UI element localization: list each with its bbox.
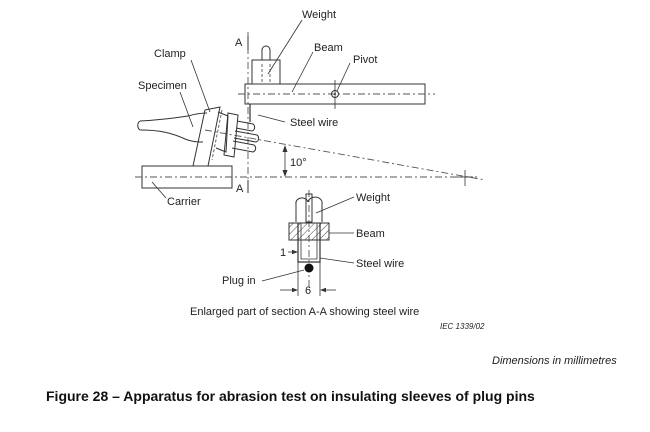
section-weight	[295, 196, 323, 222]
plug-pin	[233, 130, 260, 143]
dim-gap-label: 1	[280, 247, 286, 259]
section-label-top: A	[235, 37, 243, 49]
label-steel-wire: Steel wire	[290, 117, 338, 129]
dim-arrow	[292, 249, 298, 255]
leader-section-weight	[315, 196, 355, 214]
label-clamp: Clamp	[154, 48, 186, 60]
section-steel-wire-inner	[300, 223, 318, 260]
arrow-down	[282, 170, 288, 177]
leader-specimen	[179, 91, 194, 128]
clamp-hidden-line	[211, 109, 223, 161]
label-section-beam: Beam	[356, 228, 385, 240]
section-beam	[288, 222, 330, 241]
clamp	[192, 106, 221, 167]
dim-arrow	[292, 287, 298, 293]
inclined-axis	[204, 129, 486, 181]
label-specimen: Specimen	[138, 80, 187, 92]
leader-clamp	[190, 59, 211, 113]
section-steel-wire	[297, 223, 321, 263]
specimen-cord-end	[137, 120, 141, 131]
units-note: Dimensions in millimetres	[492, 355, 617, 367]
label-section-weight: Weight	[356, 192, 390, 204]
leader-beam	[291, 51, 314, 93]
dim-width-label: 6	[305, 285, 311, 297]
plug-body	[215, 111, 229, 153]
plug-pin-section	[304, 263, 314, 273]
weight-block	[251, 59, 281, 85]
plug-pin	[231, 140, 257, 153]
leader-carrier	[151, 181, 167, 199]
leader-pivot	[336, 62, 351, 92]
specimen-cord-bottom	[139, 129, 204, 143]
plug-pin	[235, 120, 256, 132]
label-carrier: Carrier	[167, 196, 201, 208]
specimen-cord-top	[139, 112, 208, 122]
leader-weight	[267, 19, 303, 75]
leader-steel-wire	[257, 114, 286, 123]
figure-title: Figure 28 – Apparatus for abrasion test …	[46, 388, 535, 404]
plug-face	[223, 112, 239, 158]
section-label-bottom: A	[236, 183, 244, 195]
iec-reference: IEC 1339/02	[440, 322, 485, 331]
label-beam: Beam	[314, 42, 343, 54]
angle-label: 10°	[290, 157, 307, 169]
label-section-steel-wire: Steel wire	[356, 258, 404, 270]
weight-handle	[261, 45, 271, 60]
label-weight: Weight	[302, 9, 336, 21]
leader-section-steel-wire	[319, 257, 355, 264]
label-plug-in: Plug in	[222, 275, 256, 287]
label-pivot: Pivot	[353, 54, 377, 66]
leader-plug-in	[261, 269, 305, 282]
section-caption: Enlarged part of section A-A showing ste…	[190, 306, 420, 318]
dim-arrow	[320, 287, 326, 293]
arrow-up	[282, 145, 288, 152]
section-weight-rod	[305, 193, 313, 223]
